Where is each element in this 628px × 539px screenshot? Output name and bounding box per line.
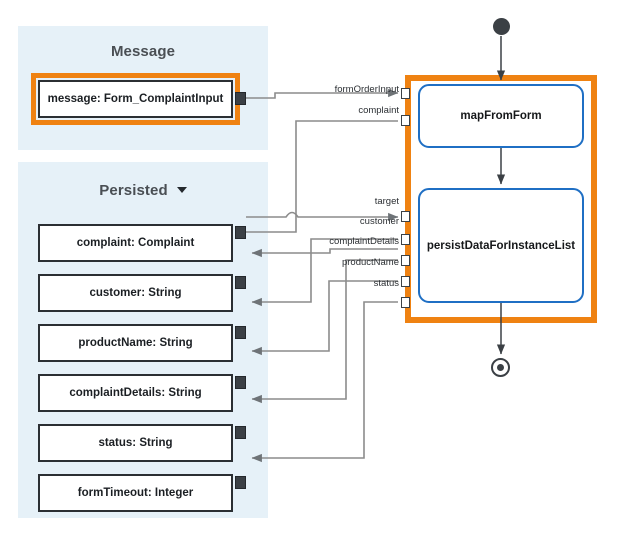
variable-box-customer[interactable]: customer: String	[38, 274, 233, 312]
variable-box-message-label: message: Form_ComplaintInput	[47, 93, 224, 105]
wire-label-productname: productName	[342, 257, 399, 268]
variable-box-status[interactable]: status: String	[38, 424, 233, 462]
wire-complaint-to-mapcomplaint	[246, 120, 398, 233]
port-mapfromform-in-complaint[interactable]	[401, 115, 410, 126]
port-persist-in-customer[interactable]	[401, 234, 410, 245]
task-persistdataforinstancelist-label: persistDataForInstanceList	[426, 239, 576, 252]
wire-label-complaint: complaint	[358, 105, 399, 116]
wire-persist-to-productname	[251, 280, 398, 356]
panel-persisted-title-text: Persisted	[99, 182, 168, 199]
port-complaint-out[interactable]	[235, 226, 246, 239]
wire-label-complaintdetails: complaintDetails	[329, 236, 399, 247]
wire-complaint-to-target	[246, 211, 399, 222]
variable-box-message[interactable]: message: Form_ComplaintInput	[31, 73, 240, 125]
port-complaintdetails-out[interactable]	[235, 376, 246, 389]
variable-box-complaintdetails-label: complaintDetails: String	[69, 387, 202, 399]
wire-persist-to-status	[251, 301, 398, 463]
panel-persisted-title: Persisted	[18, 182, 268, 199]
variable-box-complaint[interactable]: complaint: Complaint	[38, 224, 233, 262]
wire-label-target: target	[375, 196, 400, 207]
end-event-node[interactable]	[491, 358, 510, 377]
port-mapfromform-in-formorderinput[interactable]	[401, 88, 410, 99]
task-mapfromform[interactable]: mapFromForm	[418, 84, 584, 148]
wire-persist-to-customer	[251, 238, 398, 307]
variable-box-formtimeout-label: formTimeout: Integer	[77, 487, 194, 499]
variable-box-productname[interactable]: productName: String	[38, 324, 233, 362]
panel-message-title: Message	[110, 43, 176, 60]
wire-target-return-complaint	[251, 248, 398, 258]
port-persist-in-status[interactable]	[401, 297, 410, 308]
port-formtimeout-out[interactable]	[235, 476, 246, 489]
variable-box-complaint-label: complaint: Complaint	[76, 237, 195, 249]
variable-box-formtimeout[interactable]: formTimeout: Integer	[38, 474, 233, 512]
port-persist-in-productname[interactable]	[401, 276, 410, 287]
chevron-down-icon[interactable]	[176, 187, 187, 193]
port-status-out[interactable]	[235, 426, 246, 439]
task-mapfromform-label: mapFromForm	[460, 110, 542, 122]
wire-label-customer: customer	[360, 216, 399, 227]
variable-box-customer-label: customer: String	[89, 287, 182, 299]
task-persistdataforinstancelist[interactable]: persistDataForInstanceList	[418, 188, 584, 303]
port-message-out[interactable]	[235, 92, 246, 105]
port-productname-out[interactable]	[235, 326, 246, 339]
port-customer-out[interactable]	[235, 276, 246, 289]
wire-label-status: status	[374, 278, 400, 289]
variable-box-complaintdetails[interactable]: complaintDetails: String	[38, 374, 233, 412]
wire-label-formorderinput: formOrderInput	[335, 84, 400, 95]
port-persist-in-target[interactable]	[401, 211, 410, 222]
variable-box-productname-label: productName: String	[78, 337, 193, 349]
wire-message-to-formorderinput	[246, 88, 399, 99]
port-persist-in-complaintdetails[interactable]	[401, 255, 410, 266]
wire-persist-to-complaintdetails	[251, 259, 398, 404]
start-event-node[interactable]	[493, 18, 510, 35]
variable-box-status-label: status: String	[98, 437, 173, 449]
